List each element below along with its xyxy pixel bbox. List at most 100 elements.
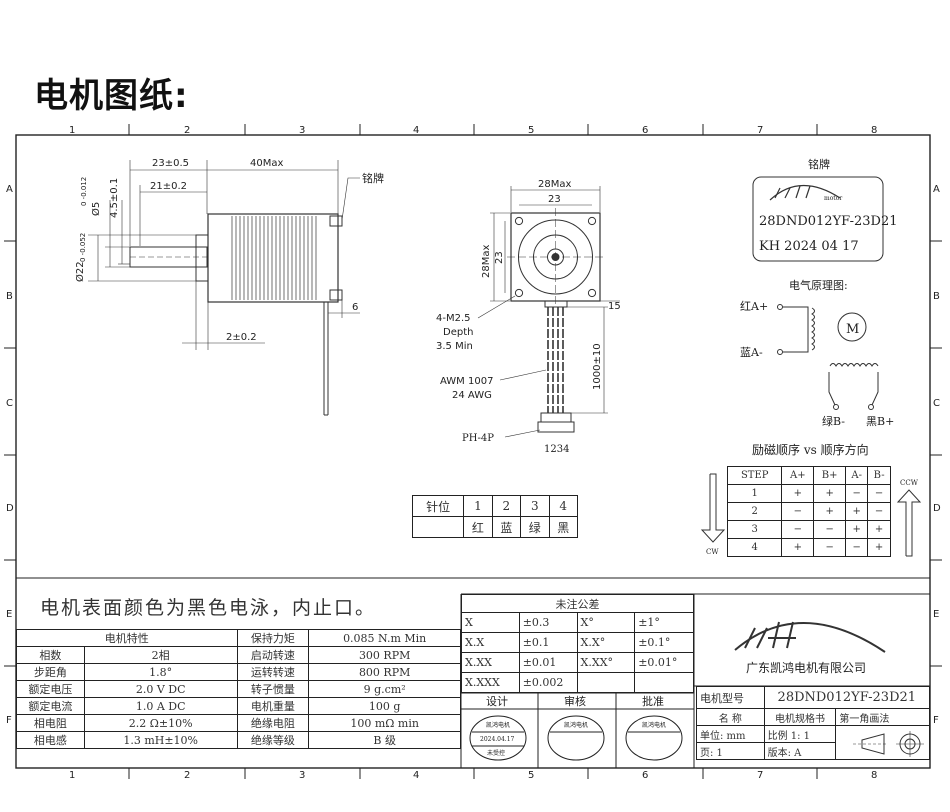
- spec-label: 相数: [16, 646, 85, 664]
- grid-row-label-left: D: [6, 503, 14, 514]
- grid-col-label-bottom: 7: [757, 770, 763, 781]
- tol-cell: X.X: [461, 632, 520, 653]
- company-name: 广东凯鸿电机有限公司: [746, 661, 866, 675]
- seq-cell: 1: [726, 484, 783, 503]
- pin-number: 2: [491, 495, 522, 517]
- spec-label: 相电感: [16, 731, 85, 749]
- grid-col-label-top: 1: [69, 125, 75, 136]
- dim-28-width: 28Max: [538, 179, 571, 190]
- spec-label: 额定电压: [16, 680, 85, 698]
- nameplate-logo-sub: motor: [824, 195, 842, 202]
- grid-row-label-left: E: [6, 609, 12, 620]
- seq-cell: −: [845, 484, 869, 503]
- schematic-title: 电气原理图:: [789, 278, 848, 292]
- schematic-lines: [777, 304, 879, 410]
- dim-15: 15: [608, 301, 621, 312]
- motor-symbol: M: [846, 322, 859, 337]
- label-b-plus: 黑B+: [866, 415, 894, 428]
- spec-label: 绝缘等级: [236, 731, 310, 749]
- grid-col-label-bottom: 1: [69, 770, 75, 781]
- grid-row-label-left: F: [6, 715, 12, 726]
- grid-row-label-right: B: [933, 291, 940, 302]
- dim-28-height: 28Max: [481, 245, 492, 278]
- tol-cell: ±0.002: [518, 672, 578, 693]
- grid-col-label-bottom: 5: [528, 770, 534, 781]
- spec-value: B 级: [308, 731, 461, 749]
- tol-cell: [634, 672, 694, 693]
- title-block: 电机型号 28DND012YF-23D21 名 称 电机规格书 第一角画法 单位…: [696, 686, 931, 760]
- dim-shaft: Ø5: [90, 202, 102, 216]
- seq-cell: +: [781, 484, 815, 503]
- grid-row-label-left: C: [6, 398, 13, 409]
- grid-col-label-top: 2: [184, 125, 190, 136]
- seq-cell: −: [845, 538, 869, 557]
- seq-header: A+: [781, 466, 815, 485]
- tol-cell: ±0.3: [518, 612, 578, 633]
- seq-cell: −: [867, 484, 891, 503]
- label-b-minus: 绿B-: [822, 414, 845, 428]
- seq-cell: 2: [726, 502, 783, 521]
- pin-number: 4: [548, 495, 578, 517]
- grid-row-label-right: C: [933, 398, 940, 409]
- front-view-dimensions: 28Max 23 28Max 23 15 1000±10 4-M2.5 Dept…: [436, 179, 621, 455]
- dim-shaft-tol: 0 -0.012: [80, 177, 88, 206]
- nameplate-callout: 铭牌: [362, 171, 384, 185]
- spec-value: 2相: [83, 646, 238, 664]
- grid-col-label-bottom: 3: [299, 770, 305, 781]
- surface-note: 电机表面颜色为黑色电泳，内止口。: [40, 597, 377, 619]
- tol-cell: X: [461, 612, 520, 633]
- seq-cell: +: [867, 538, 891, 557]
- model-value: 28DND012YF-23D21: [763, 686, 931, 709]
- grid-row-label-right: D: [933, 503, 941, 514]
- connector-label: PH-4P: [462, 433, 494, 444]
- tol-cell: X°: [576, 612, 636, 633]
- spec-label: 绝缘电阻: [236, 714, 310, 732]
- tol-cell: ±0.1: [518, 632, 578, 653]
- tol-cell: X.XXX: [461, 672, 520, 693]
- seq-cell: +: [867, 520, 891, 539]
- grid-col-label-top: 4: [413, 125, 419, 136]
- spec-value: 1.8°: [83, 663, 238, 681]
- nameplate-box: [752, 176, 884, 262]
- pin-color: 黑: [548, 516, 578, 538]
- dim-1000: 1000±10: [592, 343, 603, 390]
- label-a-plus: 红A+: [740, 300, 768, 313]
- pin-numbers: 1234: [544, 444, 569, 455]
- stamp-date: 2024.04.17: [480, 736, 515, 743]
- grid-row-label-right: A: [933, 184, 940, 195]
- stamp-2-text: 凯鸿电机: [564, 721, 588, 729]
- grid-col-label-top: 8: [871, 125, 877, 136]
- grid-row-label-left: A: [6, 184, 13, 195]
- seq-cell: 4: [726, 538, 783, 557]
- spec-value: 0.085 N.m Min: [308, 629, 461, 647]
- nameplate-title: 铭牌: [808, 157, 830, 171]
- spec-value: 100 g: [308, 697, 461, 715]
- name-label: 名 称: [696, 708, 765, 726]
- spec-label: 运转转速: [236, 663, 310, 681]
- seq-header: B-: [867, 466, 891, 485]
- stamp-1-text: 凯鸿电机: [486, 721, 510, 729]
- screw-note-2: Depth: [443, 327, 473, 338]
- grid-row-label-right: F: [933, 715, 939, 726]
- pin-number: 3: [520, 495, 550, 517]
- tolerance-table: 未注公差 X ±0.3 X° ±1° X.X ±0.1 X.X° ±0.1° X…: [461, 594, 694, 693]
- spec-value: 2.2 Ω±10%: [83, 714, 238, 732]
- spec-value: 1.3 mH±10%: [83, 731, 238, 749]
- side-view: [88, 160, 360, 416]
- ccw-label: CCW: [900, 479, 919, 487]
- dim-boss-tol: 0 -0.052: [79, 233, 87, 262]
- pin-header: 针位: [411, 495, 465, 517]
- nameplate-logo: [769, 184, 841, 201]
- seq-cell: −: [813, 538, 847, 557]
- grid-row-label-right: E: [933, 609, 939, 620]
- seq-cell: +: [813, 502, 847, 521]
- dim-23-height: 23: [494, 251, 505, 264]
- cw-label: CW: [706, 548, 719, 556]
- tol-cell: X.XX°: [576, 652, 636, 673]
- spec-section-title: 电机特性: [16, 629, 238, 647]
- approval-review: 审核: [564, 694, 586, 708]
- version: 版本: A: [763, 742, 837, 760]
- grid-col-label-bottom: 4: [413, 770, 419, 781]
- stamp-3-text: 凯鸿电机: [642, 721, 666, 729]
